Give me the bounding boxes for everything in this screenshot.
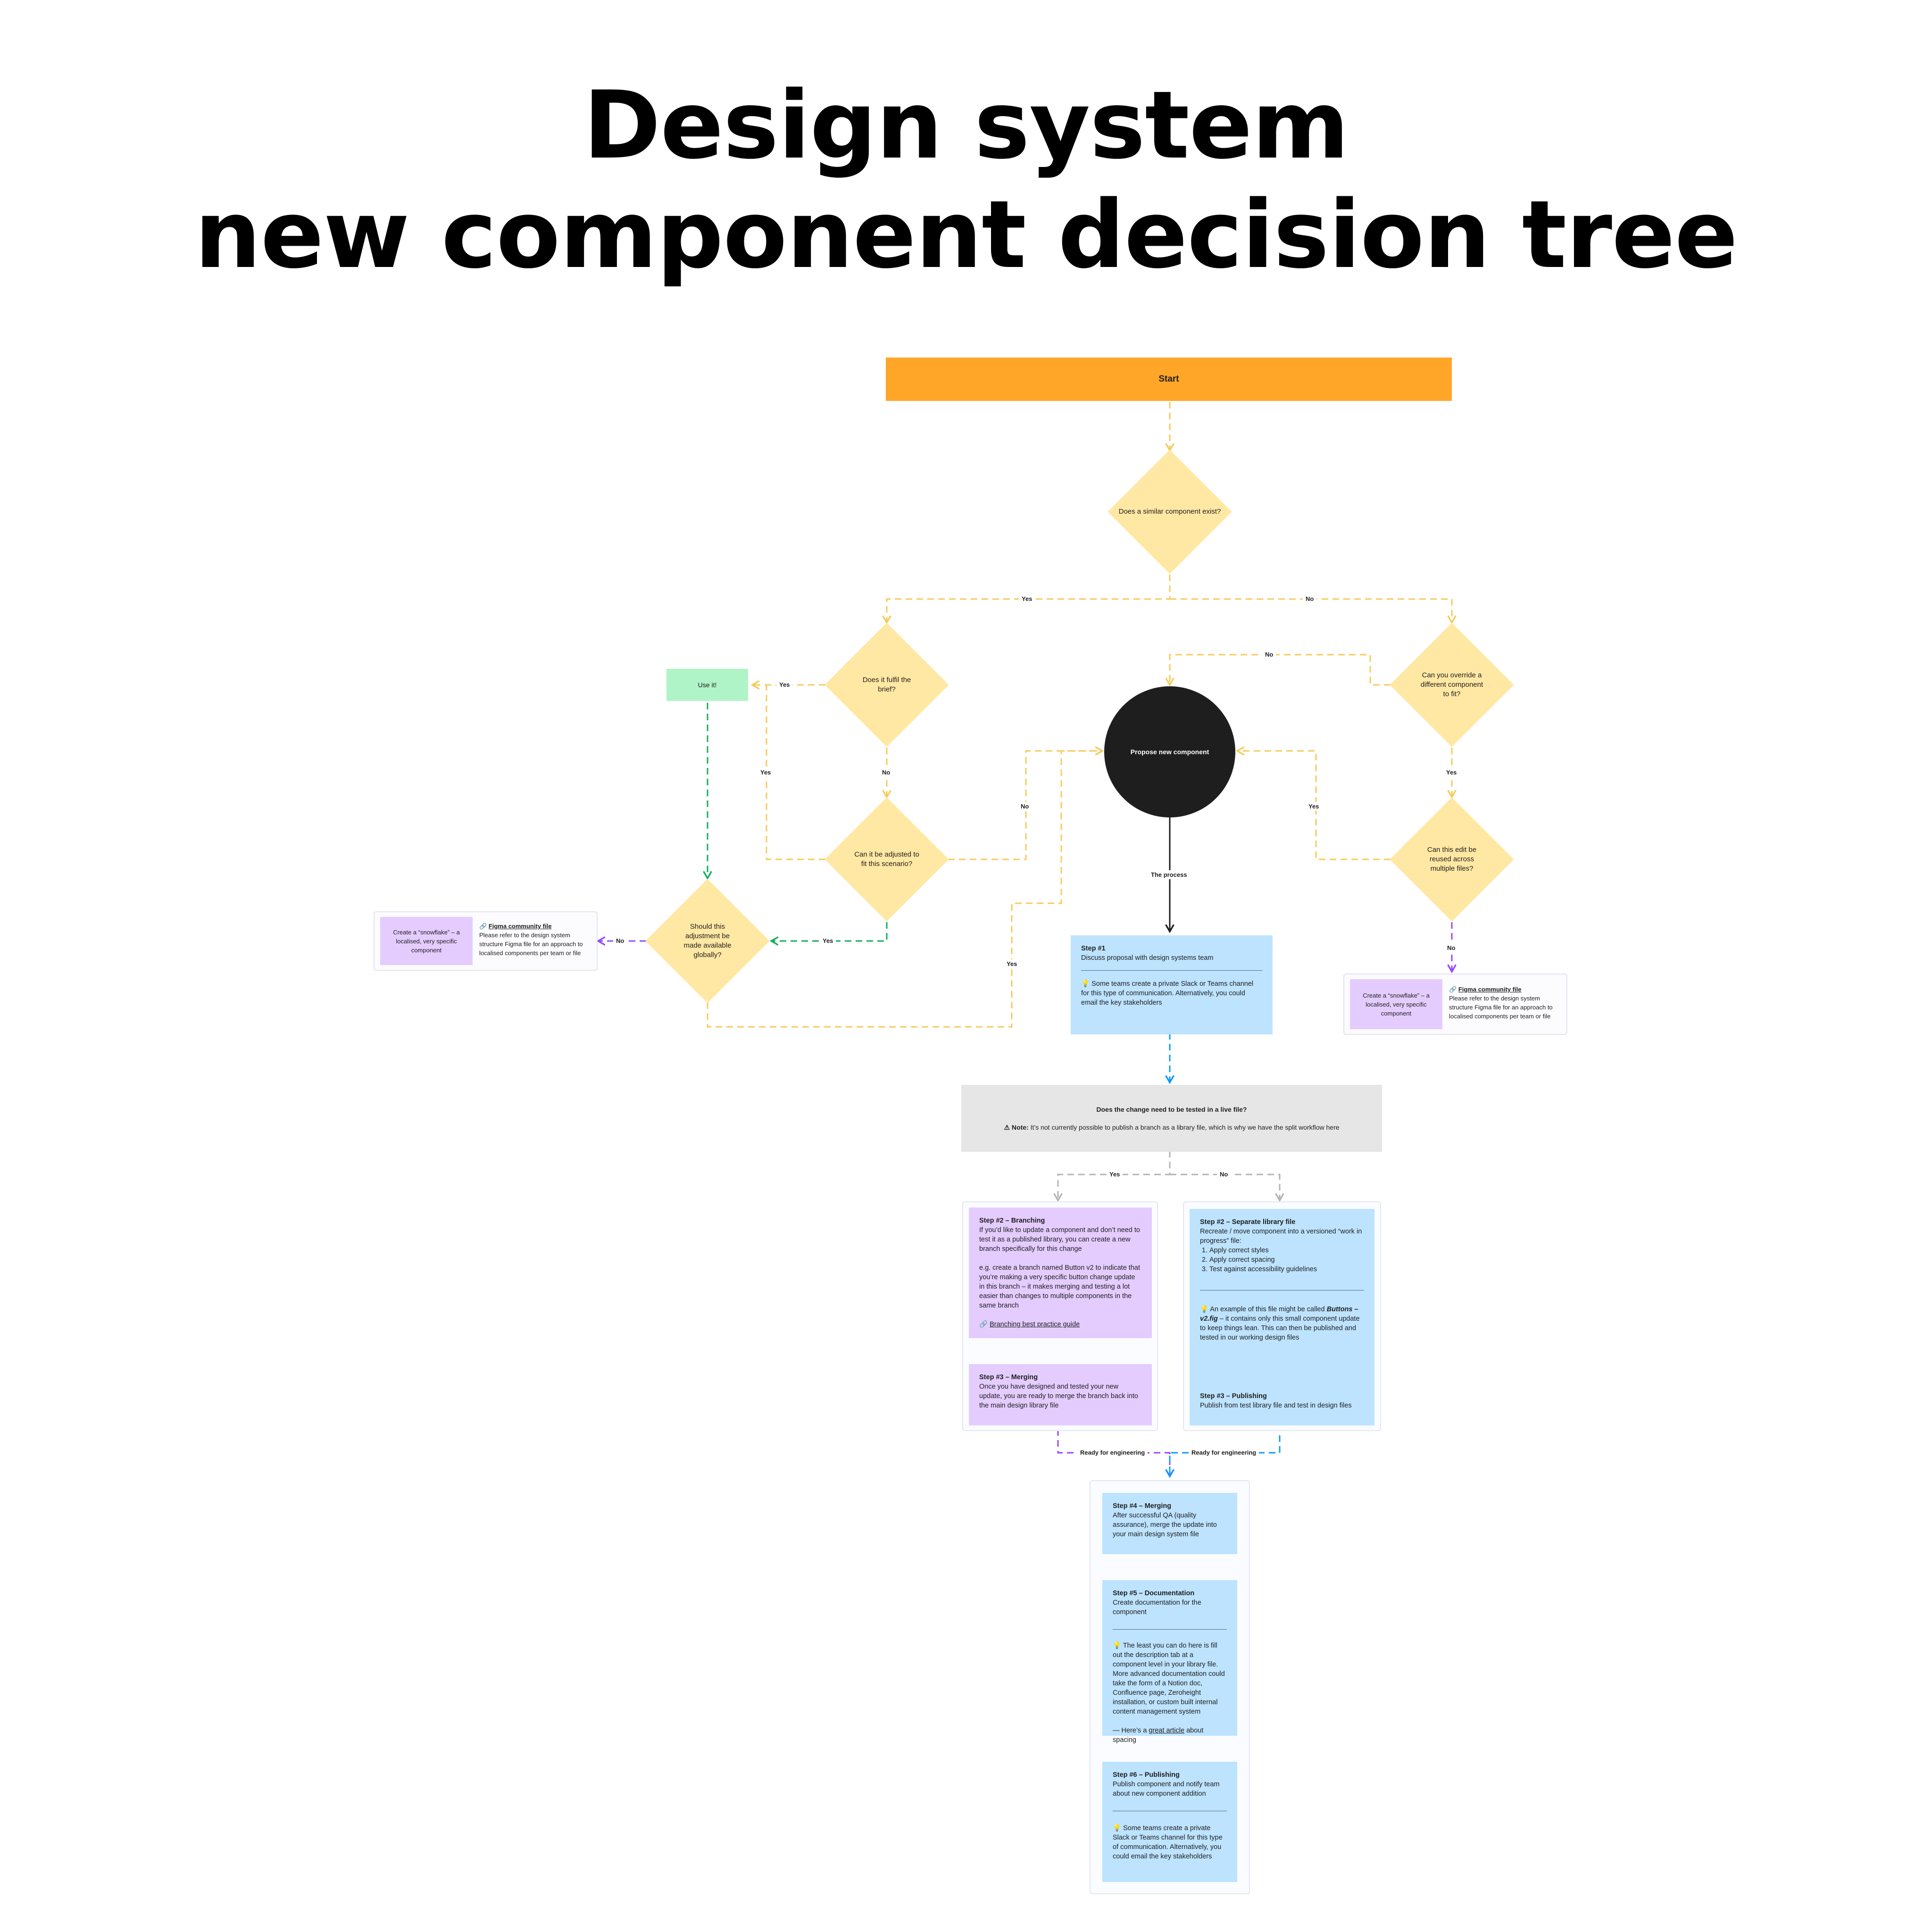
separate-item: Apply correct spacing xyxy=(1209,1255,1364,1265)
label-adjust-no: No xyxy=(1018,802,1032,811)
start-label: Start xyxy=(1158,374,1179,384)
snowflake-note-right-text: 🔗 Figma community file Please refer to t… xyxy=(1449,986,1553,1020)
step-5-documentation-card: Step #5 – Documentation Create documenta… xyxy=(1102,1580,1237,1744)
label-test-yes: Yes xyxy=(1107,1170,1123,1179)
snowflake-note-left-text: 🔗 Figma community file Please refer to t… xyxy=(479,923,583,957)
use-it-label: Use it! xyxy=(698,681,717,689)
label-reuse-yes: Yes xyxy=(1306,802,1322,811)
documentation-tip: 💡 The least you can do here is fill out … xyxy=(1113,1642,1227,1715)
decision-global-label: Should this adjustment be made available… xyxy=(683,923,732,959)
step-3-merging-card: Step #3 – Merging Once you have designed… xyxy=(969,1364,1152,1425)
separate-checklist: Apply correct styles Apply correct spaci… xyxy=(1200,1246,1364,1274)
link-icon: 🔗 xyxy=(1449,986,1457,993)
step-1-card: Step #1 Discuss proposal with design sys… xyxy=(1071,935,1273,1034)
documentation-body: Create documentation for the component xyxy=(1113,1599,1203,1616)
great-article-link[interactable]: great article xyxy=(1149,1727,1185,1734)
page-title: Design system new component decision tre… xyxy=(0,71,1932,290)
snowflake-note-right-tag: Create a “snowflake” – a localised, very… xyxy=(1350,979,1442,1029)
label-test-no: No xyxy=(1217,1170,1231,1179)
edge-override-no xyxy=(1165,654,1391,687)
separate-title: Step #2 – Separate library file xyxy=(1200,1218,1296,1226)
use-it-node[interactable]: Use it! xyxy=(666,669,748,701)
step-3-publishing-card: Step #3 – Publishing Publish from test l… xyxy=(1190,1383,1374,1425)
divider xyxy=(1200,1290,1364,1291)
documentation-extra: — Here’s a great article about spacing xyxy=(1113,1727,1204,1744)
figma-community-link[interactable]: Figma community file xyxy=(488,923,552,930)
separate-body: Recreate / move component into a version… xyxy=(1200,1228,1364,1245)
step-2-separate-library-card: Step #2 – Separate library file Recreate… xyxy=(1190,1209,1374,1389)
edge-test-no xyxy=(1170,1174,1284,1202)
test-live-note-label: ⚠ Note: xyxy=(1004,1124,1029,1131)
label-fulfil-no: No xyxy=(879,768,893,777)
edge-adjust-yes-up xyxy=(766,685,825,860)
publishing6-body: Publish component and notify team about … xyxy=(1113,1781,1222,1798)
decision-reuse-label: Can this edit be reused across multiple … xyxy=(1427,846,1477,873)
snowflake-note-left-tag: Create a “snowflake” – a localised, very… xyxy=(380,917,473,965)
branching-title: Step #2 – Branching xyxy=(979,1217,1045,1224)
step-1-tip: 💡 Some teams create a private Slack or T… xyxy=(1081,980,1256,1007)
title-line-1: Design system xyxy=(583,71,1349,180)
start-node[interactable]: Start xyxy=(886,358,1452,401)
merging3-title: Step #3 – Merging xyxy=(979,1374,1038,1381)
label-adjust-yes-up: Yes xyxy=(758,768,774,777)
branching-body: If you’d like to update a component and … xyxy=(979,1226,1142,1253)
label-similar-yes: Yes xyxy=(1019,594,1035,603)
label-override-yes: Yes xyxy=(1443,768,1460,777)
test-live-file-box: Does the change need to be tested in a l… xyxy=(961,1085,1382,1152)
branching-example: e.g. create a branch named Button v2 to … xyxy=(979,1264,1142,1309)
label-reuse-no: No xyxy=(1444,943,1458,952)
label-the-process: The process xyxy=(1148,870,1190,879)
divider xyxy=(1113,1629,1227,1630)
edge-similar-no xyxy=(1170,598,1457,625)
edge-global-yes xyxy=(707,746,1104,1028)
propose-label: Propose new component xyxy=(1130,748,1209,756)
label-global-yes: Yes xyxy=(1004,959,1020,968)
link-icon: 🔗 xyxy=(479,923,487,930)
link-icon: 🔗 xyxy=(979,1321,988,1328)
step-4-merging-card: Step #4 – Merging After successful QA (q… xyxy=(1102,1493,1237,1554)
label-global-no: No xyxy=(613,936,627,945)
figma-community-link[interactable]: Figma community file xyxy=(1458,986,1522,993)
propose-new-component-node[interactable]: Propose new component xyxy=(1104,686,1235,817)
label-fulfil-yes: Yes xyxy=(776,680,793,689)
decision-fulfil-brief-label: Does it fulfil the brief? xyxy=(862,676,911,693)
label-ready-left: Ready for engineering xyxy=(1077,1448,1148,1457)
merging4-title: Step #4 – Merging xyxy=(1113,1502,1172,1510)
title-line-2: new component decision tree xyxy=(194,180,1738,289)
edge-reuse-yes xyxy=(1235,746,1391,860)
edge-adjust-yes xyxy=(769,922,888,946)
test-live-note: It’s not currently possible to publish a… xyxy=(1030,1124,1340,1131)
label-adjust-yes: Yes xyxy=(820,936,836,945)
step-6-publishing-card: Step #6 – Publishing Publish component a… xyxy=(1102,1762,1237,1882)
edge-publishing-ready xyxy=(1165,1424,1281,1478)
step-1-body: Discuss proposal with design systems tea… xyxy=(1081,954,1214,962)
step-1-title: Step #1 xyxy=(1081,945,1106,952)
separate-item: Apply correct styles xyxy=(1209,1246,1364,1255)
separate-item: Test against accessibility guidelines xyxy=(1209,1265,1364,1274)
test-live-title: Does the change need to be tested in a l… xyxy=(1096,1106,1247,1113)
branching-guide-link[interactable]: Branching best practice guide xyxy=(990,1321,1080,1328)
decision-adjust-label: Can it be adjusted to fit this scenario? xyxy=(854,850,919,868)
publishing6-title: Step #6 – Publishing xyxy=(1113,1771,1180,1779)
divider xyxy=(1081,970,1262,971)
label-ready-right: Ready for engineering xyxy=(1189,1448,1259,1457)
publishing3-body: Publish from test library file and test … xyxy=(1200,1402,1352,1409)
merging3-body: Once you have designed and tested your n… xyxy=(979,1383,1140,1409)
publishing3-title: Step #3 – Publishing xyxy=(1200,1392,1267,1400)
publishing6-tip: 💡 Some teams create a private Slack or T… xyxy=(1113,1824,1224,1860)
label-similar-no: No xyxy=(1303,594,1317,603)
merging4-body: After successful QA (quality assurance),… xyxy=(1113,1512,1219,1538)
separate-tip: 💡 An example of this file might be calle… xyxy=(1200,1306,1362,1341)
label-override-no: No xyxy=(1262,650,1276,659)
documentation-title: Step #5 – Documentation xyxy=(1113,1590,1195,1597)
decision-similar-exists-label: Does a similar component exist? xyxy=(1118,508,1221,516)
step-2-branching-card: Step #2 – Branching If you’d like to upd… xyxy=(969,1208,1152,1338)
decision-override-label: Can you override a different component t… xyxy=(1420,671,1483,698)
